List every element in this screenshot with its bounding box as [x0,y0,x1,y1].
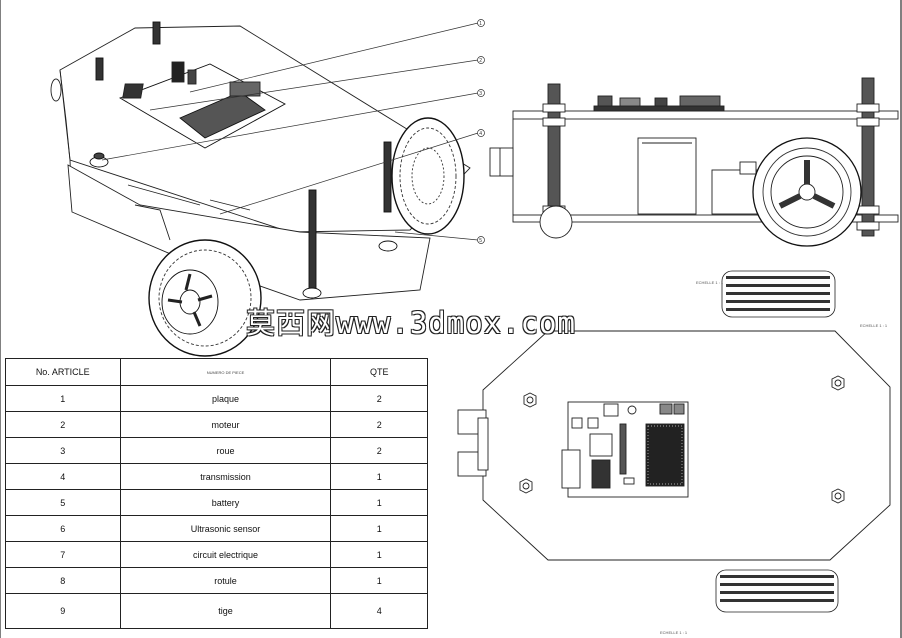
detail-label-3: ECHELLE 1 : 1 [660,630,688,635]
cell-qty: 1 [330,567,428,594]
detail-label-1: ECHELLE 1 : 1 [696,280,724,285]
watermark: 莫西网www.3dmox.com [246,306,576,340]
cell-part: Ultrasonic sensor [119,515,332,542]
callout-4: 4 [479,131,482,137]
cell-part: rotule [119,567,332,594]
side-board-components [593,95,725,112]
cell-part: tige [119,593,332,629]
top-circuit-board [561,401,689,498]
header-qty: QTE [330,358,428,386]
bottom-plate [67,164,431,301]
cell-qty: 2 [330,411,428,438]
callout-bubbles [477,19,485,244]
cell-part: plaque [119,385,332,412]
table-header-row: No. ARTICLE NUMERO DE PIECE QTE [5,358,428,386]
callout-5: 5 [479,238,482,244]
ultrasonic-sensor-iso [50,78,62,102]
rods [89,21,398,299]
callout-1: 1 [479,21,482,27]
side-ultrasonic [489,147,514,177]
cell-qty: 2 [330,437,428,464]
side-top-plate [512,110,899,120]
side-view [489,77,899,247]
cell-qty: 1 [330,515,428,542]
callout-3: 3 [479,91,482,97]
cell-part: roue [119,437,332,464]
cell-no: 9 [5,593,121,629]
side-wheel [752,137,862,247]
wheel-front-iso [148,239,262,357]
tread-detail-1 [721,270,836,318]
cell-part: circuit electrique [119,541,332,568]
cell-no: 8 [5,567,121,594]
cell-no: 3 [5,437,121,464]
callout-2: 2 [479,58,482,64]
cell-qty: 1 [330,489,428,516]
circuit-board-iso [118,61,286,149]
header-no-article: No. ARTICLE [5,358,121,386]
cell-no: 4 [5,463,121,490]
cell-no: 7 [5,541,121,568]
side-caster [539,205,573,239]
cell-qty: 4 [330,593,428,629]
cell-qty: 2 [330,385,428,412]
cell-no: 2 [5,411,121,438]
top-ultrasonic [457,409,489,477]
cell-part: moteur [119,411,332,438]
tread-detail-2 [715,569,839,613]
cell-no: 1 [5,385,121,412]
top-view [457,330,891,561]
callout-leaders [101,22,479,241]
cell-part: transmission [119,463,332,490]
cell-no: 6 [5,515,121,542]
cell-qty: 1 [330,463,428,490]
cell-no: 5 [5,489,121,516]
side-battery [637,137,697,215]
top-nuts [519,375,845,504]
detail-label-2: ECHELLE 1 : 1 [860,323,888,328]
side-bottom-plate [512,214,899,223]
cell-qty: 1 [330,541,428,568]
cell-part: battery [119,489,332,516]
wheel-back-iso [391,117,465,235]
header-part-number: NUMERO DE PIECE [119,358,332,386]
isometric-view [50,19,485,357]
